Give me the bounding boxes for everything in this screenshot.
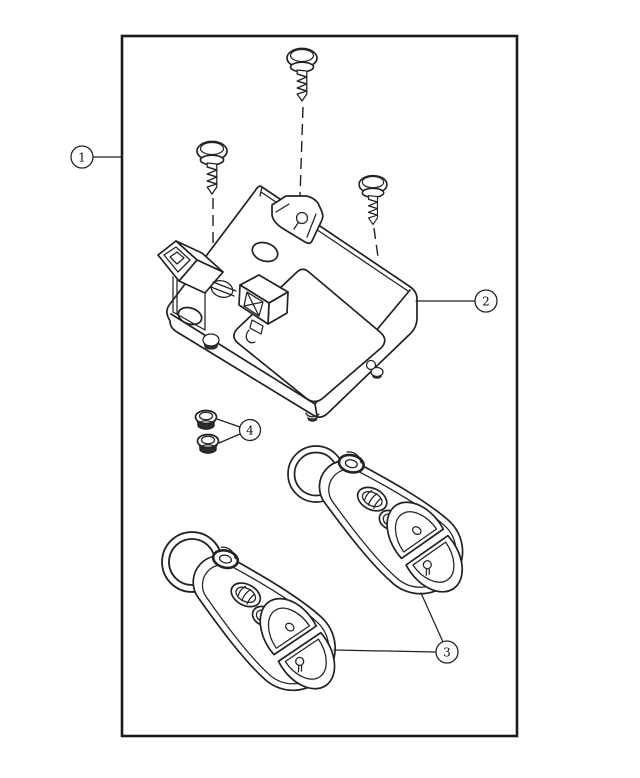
module-foot — [365, 359, 384, 379]
keyless-entry-module — [157, 185, 418, 422]
bracket-hole — [295, 211, 309, 225]
callout-1-number: 1 — [78, 151, 86, 165]
screw-alignment-line — [373, 227, 379, 258]
module-foot — [305, 412, 320, 422]
module-mounting-bracket — [271, 195, 324, 245]
callout-2-number: 2 — [482, 295, 490, 309]
leader-line-3 — [333, 592, 444, 653]
callout-4-number: 4 — [246, 424, 254, 438]
mounting-screw-right — [358, 174, 388, 258]
callout-1[interactable]: 1 — [70, 145, 94, 169]
callout-4[interactable]: 4 — [238, 418, 262, 442]
leader-line-4 — [216, 418, 241, 444]
module-hole — [251, 241, 279, 263]
module-foot — [202, 333, 220, 351]
module-hole — [177, 306, 203, 326]
module-connector — [157, 240, 237, 331]
grommet — [196, 433, 220, 455]
module-small-connector — [238, 274, 289, 344]
callout-3-number: 3 — [443, 646, 451, 660]
mounting-screw-left — [196, 140, 228, 250]
screw-alignment-line — [299, 106, 304, 197]
mounting-screw-top — [286, 47, 318, 197]
callout-3[interactable]: 3 — [435, 640, 459, 664]
grommet — [194, 409, 218, 431]
callout-2[interactable]: 2 — [474, 289, 498, 313]
